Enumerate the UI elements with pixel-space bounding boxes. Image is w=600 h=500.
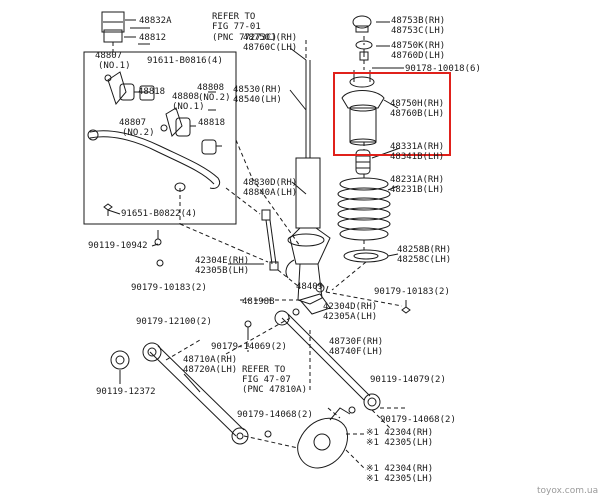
part-42304-b[interactable]: ※1 42304(RH) xyxy=(366,464,434,474)
part-48753b[interactable]: 48753B(RH) xyxy=(391,16,446,26)
part-48198b[interactable]: 48198B xyxy=(242,297,275,307)
part-48258b[interactable]: 48258B(RH) xyxy=(397,245,452,255)
refer-fig-47-07-fig[interactable]: FIG 47-07 xyxy=(242,375,291,385)
part-48258c[interactable]: 48258C(LH) xyxy=(397,255,452,265)
refer-fig-77-01-title: REFER TO xyxy=(212,12,256,22)
part-48750h[interactable]: 48750H(RH) xyxy=(390,99,445,109)
part-48409[interactable]: 48409 xyxy=(296,282,324,292)
part-48832a[interactable]: 48832A xyxy=(139,16,172,26)
bracket-48832a-shape xyxy=(101,11,125,33)
part-90179-10183-right[interactable]: 90179-10183(2) xyxy=(374,287,450,297)
part-48530[interactable]: 48530(RH) xyxy=(233,85,282,95)
part-48231a[interactable]: 48231A(RH) xyxy=(390,175,445,185)
highlight-box-48750h xyxy=(333,72,451,156)
stabilizer-bar-shape xyxy=(89,130,221,189)
part-42304d[interactable]: 42304D(RH) xyxy=(323,302,378,312)
part-42305-b[interactable]: ※1 42305(LH) xyxy=(366,474,434,484)
part-90179-10183-left[interactable]: 90179-10183(2) xyxy=(131,283,207,293)
part-48750j[interactable]: 48750J(RH) xyxy=(243,33,298,43)
refer-fig-47-07-pnc: (PNC 47810A) xyxy=(242,385,308,395)
part-48730f[interactable]: 48730F(RH) xyxy=(329,337,384,347)
part-48812[interactable]: 48812 xyxy=(139,33,167,43)
part-48331a[interactable]: 48331A(RH) xyxy=(390,142,445,152)
part-48807-no1-note: (NO.1) xyxy=(98,61,131,71)
part-91651-b0822[interactable]: 91651-B0822(4) xyxy=(121,209,197,219)
part-42304e[interactable]: 42304E(RH) xyxy=(195,256,250,266)
part-48341b[interactable]: 48341B(LH) xyxy=(390,152,445,162)
part-90119-12372[interactable]: 90119-12372 xyxy=(96,387,156,397)
part-48808-no1-note: (NO.1) xyxy=(172,102,205,112)
part-90119-14079[interactable]: 90119-14079(2) xyxy=(370,375,446,385)
part-48830d[interactable]: 48830D(RH) xyxy=(243,178,298,188)
part-48740f[interactable]: 48740F(LH) xyxy=(329,347,384,357)
shock-body-shape xyxy=(295,157,321,229)
part-48807-no1[interactable]: 48807 xyxy=(95,51,123,61)
part-48720a[interactable]: 48720A(LH) xyxy=(183,365,238,375)
knuckle-shape xyxy=(297,417,348,469)
part-48760d[interactable]: 48760D(LH) xyxy=(391,51,446,61)
part-90179-14068-left[interactable]: 90179-14068(2) xyxy=(237,410,313,420)
refer-fig-47-07-title: REFER TO xyxy=(242,365,286,375)
watermark: toyox.com.ua xyxy=(537,486,599,496)
part-48710a[interactable]: 48710A(RH) xyxy=(183,355,238,365)
part-48760b[interactable]: 48760B(LH) xyxy=(390,109,445,119)
part-42304-a[interactable]: ※1 42304(RH) xyxy=(366,428,434,438)
part-48808-no2[interactable]: 48808 xyxy=(197,83,225,93)
part-48808-no2-note: (NO.2) xyxy=(198,93,231,103)
part-91611-b0816[interactable]: 91611-B0816(4) xyxy=(147,56,223,66)
refer-fig-77-01-fig[interactable]: FIG 77-01 xyxy=(212,22,261,32)
part-90179-14069[interactable]: 90179-14069(2) xyxy=(211,342,287,352)
part-48818-b[interactable]: 48818 xyxy=(198,118,226,128)
part-48231b[interactable]: 48231B(LH) xyxy=(390,185,445,195)
part-48808-no1[interactable]: 48808 xyxy=(172,92,200,102)
part-48807-no2[interactable]: 48807 xyxy=(119,118,147,128)
part-90179-14068-right[interactable]: 90179-14068(2) xyxy=(380,415,456,425)
refer-fig-77-01-pnc: (PNC 77273C) xyxy=(212,33,278,43)
part-48760c[interactable]: 48760C(LH) xyxy=(243,43,298,53)
part-48540[interactable]: 48540(LH) xyxy=(233,95,282,105)
part-48818-a[interactable]: 48818 xyxy=(138,87,166,97)
part-48753c[interactable]: 48753C(LH) xyxy=(391,26,446,36)
part-90119-10942[interactable]: 90119-10942 xyxy=(88,241,148,251)
part-42305a[interactable]: 42305A(LH) xyxy=(323,312,378,322)
part-90179-12100[interactable]: 90179-12100(2) xyxy=(136,317,212,327)
part-48750k[interactable]: 48750K(RH) xyxy=(391,41,446,51)
part-42305b[interactable]: 42305B(LH) xyxy=(195,266,250,276)
upper-support-shape xyxy=(341,90,385,109)
part-48840a[interactable]: 48840A(LH) xyxy=(243,188,298,198)
stabilizer-group-box xyxy=(83,51,237,225)
part-90178-10018[interactable]: 90178-10018(6) xyxy=(405,64,481,74)
part-48807-no2-note: (NO.2) xyxy=(122,128,155,138)
part-42305-a[interactable]: ※1 42305(LH) xyxy=(366,438,434,448)
